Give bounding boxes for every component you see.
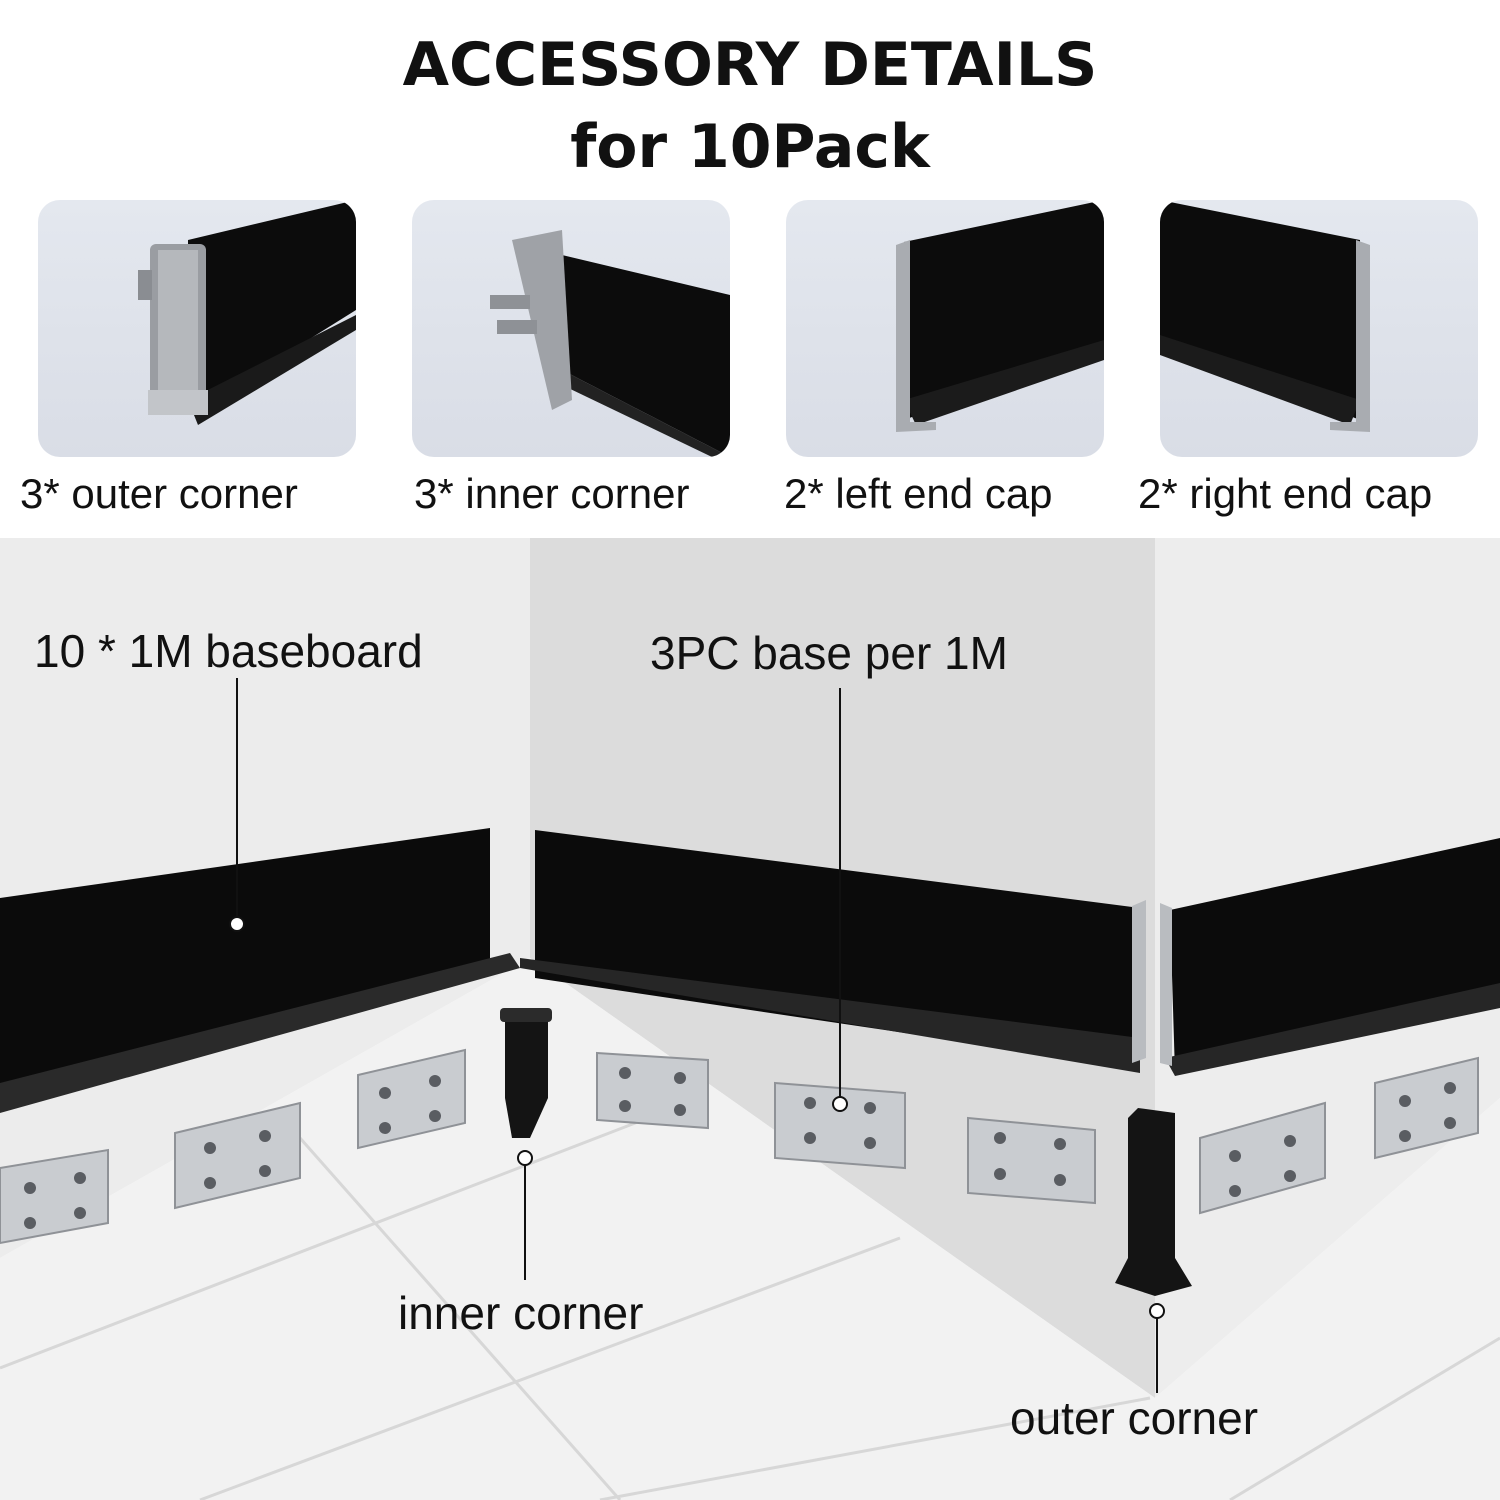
outer-corner-tile: [38, 200, 356, 457]
accessory-caption-outer-corner: 3* outer corner: [20, 470, 298, 517]
right-end-cap-tile: [1160, 200, 1478, 457]
outer-corner-label: outer corner: [1010, 1392, 1259, 1444]
baseboard-left: [0, 828, 490, 1108]
accessory-caption-inner-corner: 3* inner corner: [414, 470, 690, 517]
base-clip-label: 3PC base per 1M: [650, 627, 1008, 679]
accessory-caption-left-end-cap: 2* left end cap: [784, 470, 1053, 517]
inner-corner-piece: [500, 1008, 552, 1138]
outer-corner-piece: [1115, 1108, 1192, 1296]
right-end-cap-icon: [1160, 200, 1370, 432]
outer-corner-marker-dot: [1149, 1303, 1165, 1319]
page-title-line-1: ACCESSORY DETAILS: [402, 30, 1098, 100]
outer-corner-icon: [138, 200, 356, 425]
inner-corner-label: inner corner: [398, 1287, 644, 1339]
baseboard-back: [535, 830, 1140, 1068]
inner-corner-tile: [412, 200, 730, 457]
left-end-cap-tile: [786, 200, 1104, 457]
room-illustration: [0, 538, 1500, 1500]
baseboard-label: 10 * 1M baseboard: [34, 625, 423, 677]
inner-corner-marker-dot: [517, 1150, 533, 1166]
inner-corner-icon: [490, 230, 730, 457]
base-marker-dot: [832, 1096, 848, 1112]
page-title-line-2: for 10Pack: [570, 112, 930, 182]
accessory-caption-right-end-cap: 2* right end cap: [1138, 470, 1433, 517]
left-end-cap-icon: [896, 200, 1104, 432]
installation-scene: 10 * 1M baseboard 3PC base per 1M inner …: [0, 538, 1500, 1500]
baseboard-marker-dot: [229, 916, 245, 932]
